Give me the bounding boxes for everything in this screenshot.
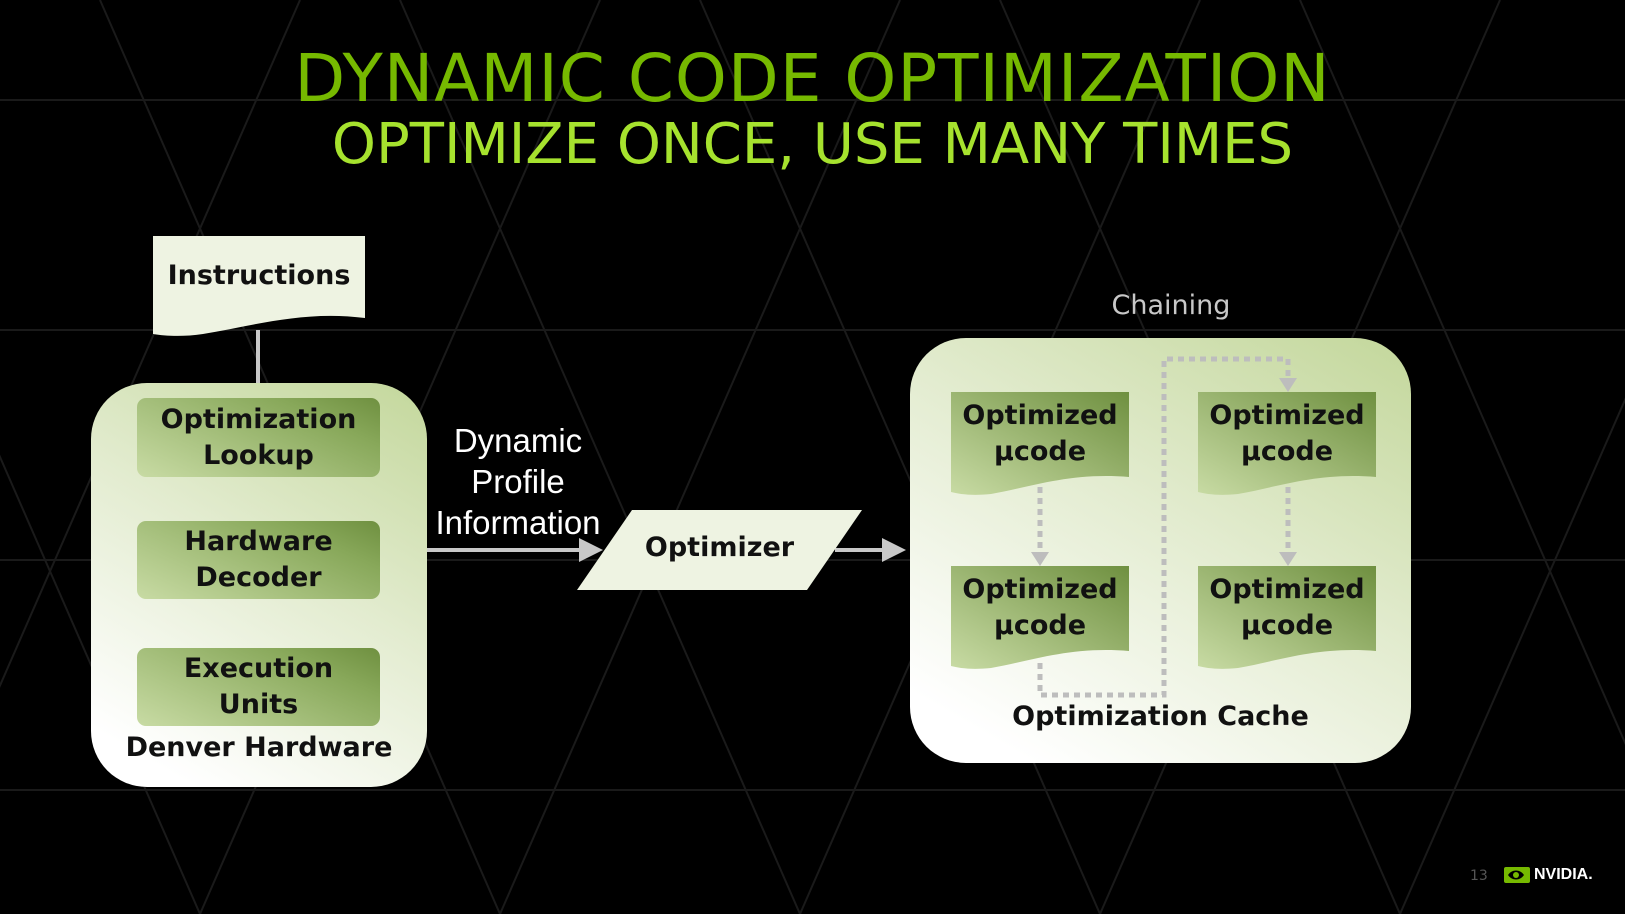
box-line2: µcode [1240, 436, 1334, 467]
box-line1: Optimized [962, 400, 1118, 431]
document-shape [1198, 392, 1376, 495]
box-text: Optimized µcode [1198, 572, 1376, 644]
box-line2: Units [218, 689, 299, 720]
profile-line3: Information [435, 504, 601, 541]
dynamic-profile-label: Dynamic Profile Information [418, 420, 618, 543]
box-text: Optimized µcode [951, 572, 1129, 644]
denver-hardware-label: Denver Hardware [125, 732, 393, 763]
box-line2: µcode [1240, 610, 1334, 641]
optimizer-shape: Optimizer [577, 510, 862, 590]
optimized-ucode-box: Optimized µcode [1198, 392, 1376, 496]
optimized-ucode-box: Optimized µcode [951, 566, 1129, 670]
box-line1: Execution [183, 653, 334, 684]
optimizer-label: Optimizer [644, 532, 795, 563]
optimization-cache-label: Optimization Cache [1012, 701, 1309, 732]
box-line1: Optimization [160, 403, 357, 435]
box-text: Optimized µcode [1198, 398, 1376, 470]
instructions-document: Instructions [153, 236, 365, 338]
box-line1: Optimized [1209, 400, 1365, 431]
box-line1: Optimized [962, 574, 1118, 605]
page-number: 13 [1470, 868, 1488, 884]
slide-title: DYNAMIC CODE OPTIMIZATION [294, 40, 1331, 117]
box-line1: Hardware [184, 526, 333, 557]
document-shape [951, 392, 1129, 495]
slide-subtitle: OPTIMIZE ONCE, USE MANY TIMES [331, 112, 1294, 177]
profile-line1: Dynamic [453, 422, 583, 459]
profile-line2: Profile [471, 463, 565, 500]
nvidia-wordmark: NVIDIA. [1534, 866, 1593, 883]
box-line2: µcode [993, 610, 1087, 641]
nvidia-logo: NVIDIA. [1504, 866, 1593, 884]
box-line1: Optimized [1209, 574, 1365, 605]
document-shape [1198, 566, 1376, 669]
box-line2: Lookup [203, 439, 314, 471]
document-shape [153, 236, 365, 336]
document-shape [951, 566, 1129, 669]
chaining-label: Chaining [1111, 290, 1231, 321]
optimized-ucode-box: Optimized µcode [951, 392, 1129, 496]
box-line2: µcode [993, 436, 1087, 467]
box-text: Optimized µcode [951, 398, 1129, 470]
optimized-ucode-box: Optimized µcode [1198, 566, 1376, 670]
box-line2: Decoder [195, 562, 322, 593]
nvidia-eye-icon [1504, 867, 1530, 883]
instructions-label: Instructions [167, 260, 351, 291]
parallelogram [577, 510, 862, 590]
